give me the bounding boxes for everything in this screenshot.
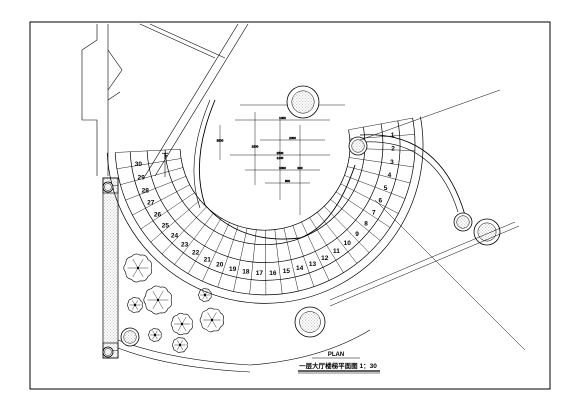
- step-number: 13: [309, 261, 317, 268]
- step-number: 19: [229, 266, 237, 273]
- step-number: 28: [142, 187, 150, 194]
- direction-label: 下: [162, 152, 169, 160]
- tread-line: [202, 222, 229, 281]
- tread-line: [347, 167, 410, 184]
- step-number: 16: [269, 270, 277, 277]
- left-wall: [103, 178, 118, 358]
- column-icon: [349, 137, 367, 155]
- step-number: 26: [154, 212, 162, 219]
- step-number: 20: [216, 262, 224, 269]
- column-icon: [121, 328, 139, 346]
- step-number: 30: [135, 161, 143, 168]
- tree-symbol-icon: [198, 288, 211, 301]
- step-number: 29: [138, 174, 146, 181]
- step-number: 3: [390, 159, 394, 166]
- tree-symbol-icon: [124, 254, 152, 282]
- step-number: 21: [204, 256, 212, 263]
- dimension-label: 3500: [217, 139, 224, 143]
- step-number: 24: [171, 233, 179, 240]
- step-number: 18: [242, 269, 250, 276]
- dimension-lines: 10001500200025003000800120090016003500: [217, 101, 345, 215]
- tree-symbol-icon: [200, 308, 224, 332]
- tread-line: [233, 228, 247, 292]
- tread-line: [349, 118, 413, 130]
- step-number: 5: [384, 185, 388, 192]
- dimension-label: 2000: [289, 136, 296, 140]
- step-number: 7: [372, 210, 376, 217]
- tread-line: [301, 222, 329, 281]
- stair-band-arc: [180, 130, 350, 230]
- step-number: 14: [296, 265, 304, 272]
- dimension-label: 800: [285, 179, 290, 183]
- tree-symbol-icon: [171, 313, 192, 335]
- step-number: 25: [162, 222, 170, 229]
- dimension-label: 1500: [252, 145, 259, 149]
- stair-treads: [115, 118, 415, 295]
- step-number: 4: [388, 172, 392, 179]
- tread-line: [293, 225, 314, 286]
- step-number: 17: [256, 270, 264, 277]
- drawing-title: PLAN: [328, 352, 344, 358]
- step-number: 11: [333, 248, 340, 255]
- tree-symbol-icon: [148, 328, 161, 341]
- drawing-subtitle: 一层大厅楼梯平面图 1：30: [299, 361, 377, 370]
- stair-band-arc: [107, 117, 423, 304]
- tread-line: [284, 228, 298, 291]
- dimension-label: 900: [297, 166, 302, 170]
- column-icon: [103, 182, 113, 192]
- inner-stair-edge: [199, 100, 355, 239]
- step-number: 10: [344, 240, 352, 247]
- axis-lines: [330, 90, 525, 350]
- stair-band-arc: [115, 118, 415, 295]
- tree-symbol-icon: [172, 337, 187, 352]
- step-number: 22: [192, 250, 200, 257]
- column-icon: [103, 347, 113, 357]
- step-number: 12: [321, 255, 329, 262]
- step-number: 2: [391, 145, 395, 152]
- column-icon: [287, 86, 319, 118]
- step-number: 15: [283, 268, 291, 275]
- tread-line: [218, 226, 239, 288]
- column-icon: [454, 213, 472, 231]
- column-icon: [474, 219, 500, 245]
- dimension-label: 1000: [279, 116, 286, 120]
- tree-symbol-icon: [127, 297, 142, 312]
- tread-line: [120, 168, 183, 185]
- step-number: 9: [355, 231, 359, 238]
- column-icon: [295, 307, 325, 337]
- step-number: 27: [147, 200, 155, 207]
- step-number: 23: [181, 242, 189, 249]
- tree-symbol-icon: [144, 286, 172, 314]
- step-number: 1: [391, 132, 395, 139]
- dimension-label: 1200: [277, 156, 284, 160]
- step-number: 8: [364, 221, 368, 228]
- stair-arcs: [107, 117, 423, 304]
- step-number: 6: [378, 198, 382, 205]
